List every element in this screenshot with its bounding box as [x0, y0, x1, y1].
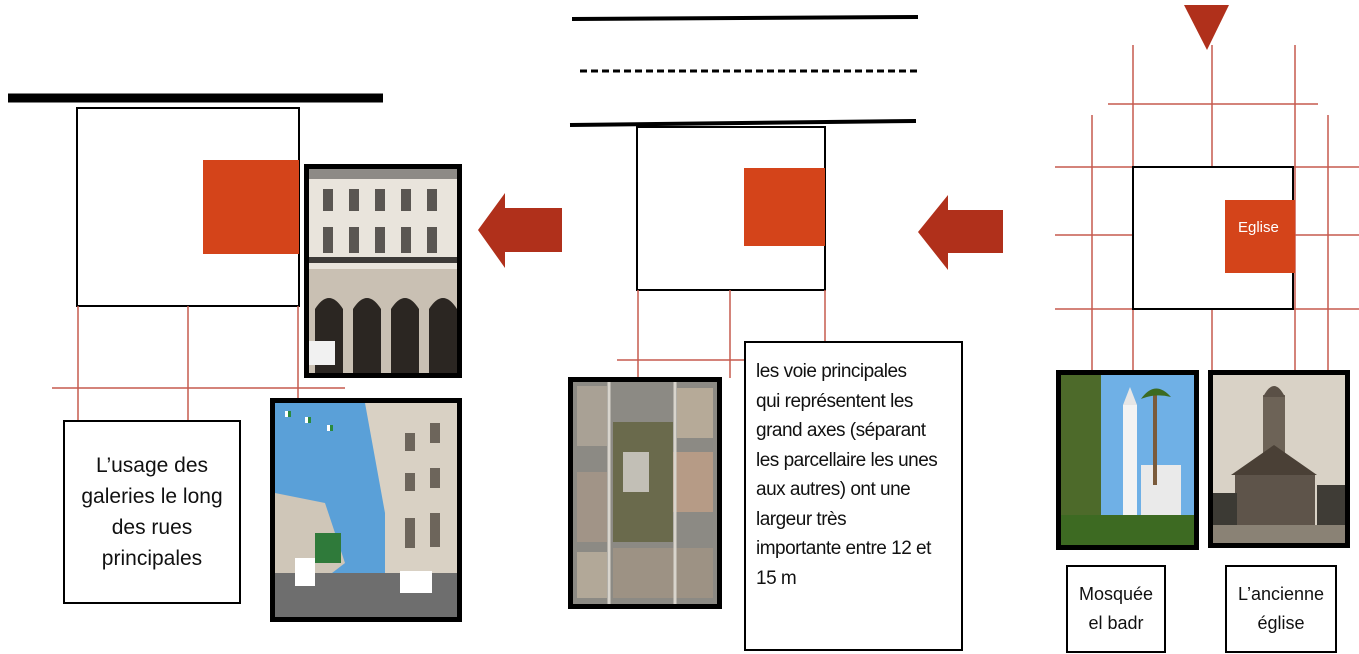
mosque-caption-text: Mosquée el badr	[1078, 584, 1154, 633]
middle-arrow	[918, 195, 1003, 270]
top-down-arrow	[1184, 5, 1229, 50]
mosque-photo	[1056, 370, 1199, 550]
right-church-parcel	[1225, 200, 1295, 273]
left-parcel	[203, 160, 299, 254]
middle-parcel	[744, 168, 825, 246]
church-parcel-label: Eglise	[1238, 219, 1279, 236]
galleries-caption-box: L’usage des galeries le long des rues pr…	[63, 420, 241, 604]
middle-bottom-street-line	[569, 119, 917, 127]
middle-top-street-line	[571, 15, 919, 21]
church-caption-text: L’ancienne église	[1237, 584, 1325, 633]
old-church-photo	[1208, 370, 1350, 548]
left-arrow	[478, 193, 562, 268]
street-galleries-photo	[270, 398, 462, 622]
building-gallery-photo	[304, 164, 462, 378]
church-caption-box: L’ancienne église	[1225, 565, 1337, 653]
aerial-view-photo	[568, 377, 722, 609]
mosque-caption-box: Mosquée el badr	[1066, 565, 1166, 653]
main-roads-caption-box: les voie principales qui représentent le…	[744, 341, 963, 651]
galleries-caption-text: L’usage des galeries le long des rues pr…	[81, 454, 223, 570]
main-roads-caption-text: les voie principales qui représentent le…	[756, 361, 938, 589]
left-street-lines	[52, 306, 345, 422]
